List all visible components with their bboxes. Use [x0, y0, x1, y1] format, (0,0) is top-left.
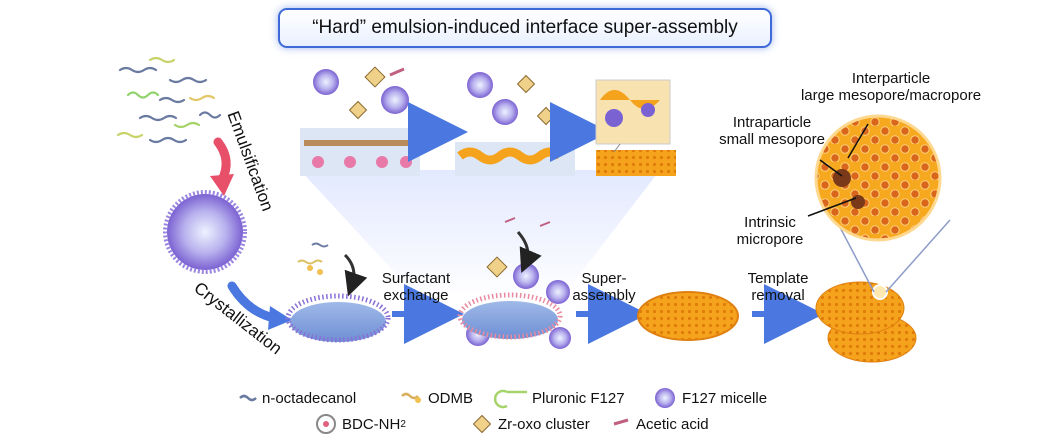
- light-beam: [300, 170, 660, 300]
- step-template-removal: Template removal: [747, 270, 809, 304]
- label-interparticle: Interparticle large mesopore/macropore: [800, 70, 982, 104]
- micelle-disc-1: [285, 293, 391, 343]
- stacked-orange-discs: [815, 281, 917, 363]
- pointer-intrinsic: [807, 197, 857, 217]
- pointer-intraparticle: [819, 159, 843, 177]
- legend-icons: [239, 388, 675, 434]
- orange-disc: [637, 291, 739, 341]
- legend-pluronic: Pluronic F127: [532, 390, 625, 407]
- label-intraparticle: Intraparticle small mesopore: [719, 114, 825, 148]
- step-super-assembly: Super- assembly: [572, 270, 636, 304]
- diagram-title: “Hard” emulsion-induced interface super-…: [278, 8, 772, 48]
- pointer-interparticle: [847, 123, 869, 159]
- legend-micelle: F127 micelle: [682, 390, 768, 407]
- dropping-molecules-1: [297, 242, 368, 297]
- zoom-honeycomb: [814, 114, 942, 242]
- panel-3: [595, 79, 676, 176]
- legend-zr: Zr-oxo cluster: [498, 416, 590, 433]
- step-surfactant-exchange: Surfactant exchange: [381, 270, 451, 304]
- legend-odmb: ODMB: [428, 390, 473, 407]
- big-micelle: [163, 190, 247, 274]
- surfactant-cloud: [116, 56, 222, 144]
- legend-acetic: Acetic acid: [636, 416, 709, 433]
- micelle-disc-2: [457, 217, 571, 349]
- emulsification-arrow: [213, 137, 231, 185]
- label-intrinsic: Intrinsic micropore: [736, 214, 804, 248]
- zoom-line-right: [885, 219, 951, 293]
- legend-n-octadecanol: n-octadecanol: [262, 390, 357, 407]
- panel-1: [300, 66, 420, 176]
- panel-2: [455, 72, 575, 176]
